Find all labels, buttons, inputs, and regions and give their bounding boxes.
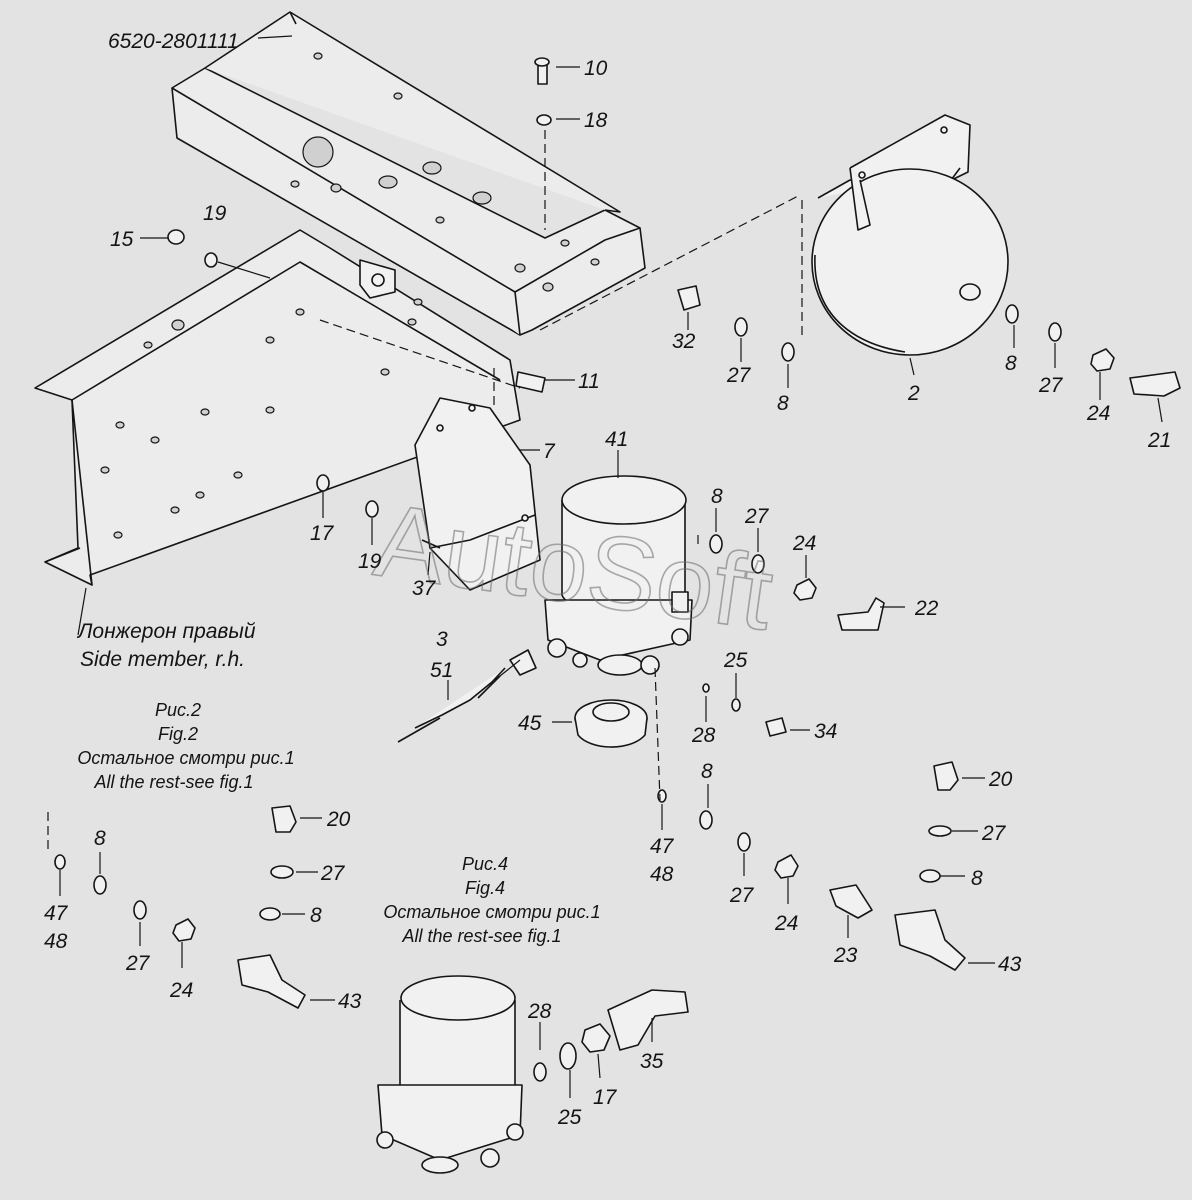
fig2-rest-ru: Остальное смотри рис.1 <box>77 748 294 768</box>
air-dryer-fig4 <box>376 975 524 1174</box>
small-parts <box>54 57 1181 1082</box>
dryer-bracket <box>414 397 541 591</box>
callout: 35 <box>640 1050 664 1073</box>
callout: 2 <box>907 382 920 405</box>
callout: 8 <box>777 392 789 415</box>
callouts: 10 18 15 19 32 27 8 11 2 8 27 24 21 7 17… <box>44 57 1171 1129</box>
callout: 45 <box>518 712 542 735</box>
callout: 19 <box>358 550 382 573</box>
callout: 20 <box>988 768 1013 791</box>
callout: 11 <box>578 370 600 393</box>
callout: 43 <box>998 953 1022 976</box>
callout: 20 <box>326 808 351 831</box>
fig2-rest-en: All the rest-see fig.1 <box>93 772 253 792</box>
side-member-frame <box>34 229 521 586</box>
frame-hook <box>359 259 396 299</box>
callout: 25 <box>723 649 748 672</box>
callout: 43 <box>338 990 362 1013</box>
callout: 28 <box>527 1000 552 1023</box>
callout: 24 <box>169 979 193 1002</box>
cross-member-bracket <box>171 11 646 336</box>
sensor-cable <box>397 649 537 743</box>
callout: 34 <box>814 720 837 743</box>
fig2-ru: Рис.2 <box>155 700 201 720</box>
callout: 23 <box>833 944 858 967</box>
air-tank <box>811 114 1009 356</box>
callout: 7 <box>543 440 556 463</box>
callout: 27 <box>125 952 151 975</box>
fig4-ru: Рис.4 <box>462 854 508 874</box>
callout: 27 <box>981 822 1007 845</box>
callout: 47 <box>44 902 69 925</box>
callout: 17 <box>310 522 335 545</box>
callout: 28 <box>691 724 716 747</box>
callout: 37 <box>412 577 437 600</box>
callout: 18 <box>584 109 608 132</box>
fig4-rest-en: All the rest-see fig.1 <box>401 926 561 946</box>
callout: 27 <box>726 364 752 387</box>
side-member-label-ru: Лонжерон правый <box>76 620 256 643</box>
callout: 21 <box>1147 429 1171 452</box>
callout: 32 <box>672 330 696 353</box>
fig4-en: Fig.4 <box>465 878 505 898</box>
callout: 22 <box>914 597 939 620</box>
fig4-rest-ru: Остальное смотри рис.1 <box>383 902 600 922</box>
callout: 48 <box>44 930 68 953</box>
callout: 47 <box>650 835 675 858</box>
callout: 27 <box>744 505 770 528</box>
side-member-label-en: Side member, r.h. <box>80 648 245 671</box>
fig2-en: Fig.2 <box>158 724 198 744</box>
callout: 3 <box>436 628 448 651</box>
callout: 8 <box>1005 352 1017 375</box>
callout: 8 <box>94 827 106 850</box>
callout: 27 <box>729 884 755 907</box>
callout: 27 <box>1038 374 1064 397</box>
heater-element <box>574 699 648 748</box>
drawing-texts: 6520-2801111 Лонжерон правый Side member… <box>76 30 601 946</box>
assembly-lines <box>47 130 803 850</box>
callout: 27 <box>320 862 346 885</box>
callout: 19 <box>203 202 227 225</box>
callout: 48 <box>650 863 674 886</box>
callout: 8 <box>701 760 713 783</box>
callout: 15 <box>110 228 134 251</box>
leader-lines <box>59 35 1163 1098</box>
callout: 8 <box>711 485 723 508</box>
callout: 41 <box>605 428 628 451</box>
callout: 51 <box>430 659 453 682</box>
callout: 17 <box>593 1086 618 1109</box>
callout: 8 <box>971 867 983 890</box>
callout: 25 <box>557 1106 582 1129</box>
callout: 24 <box>774 912 798 935</box>
drawing-number: 6520-2801111 <box>108 30 239 53</box>
callout: 24 <box>792 532 816 555</box>
air-dryer-main <box>544 475 693 676</box>
callout: 24 <box>1086 402 1110 425</box>
callout: 8 <box>310 904 322 927</box>
side-member-holes <box>100 298 423 539</box>
callout: 10 <box>584 57 608 80</box>
